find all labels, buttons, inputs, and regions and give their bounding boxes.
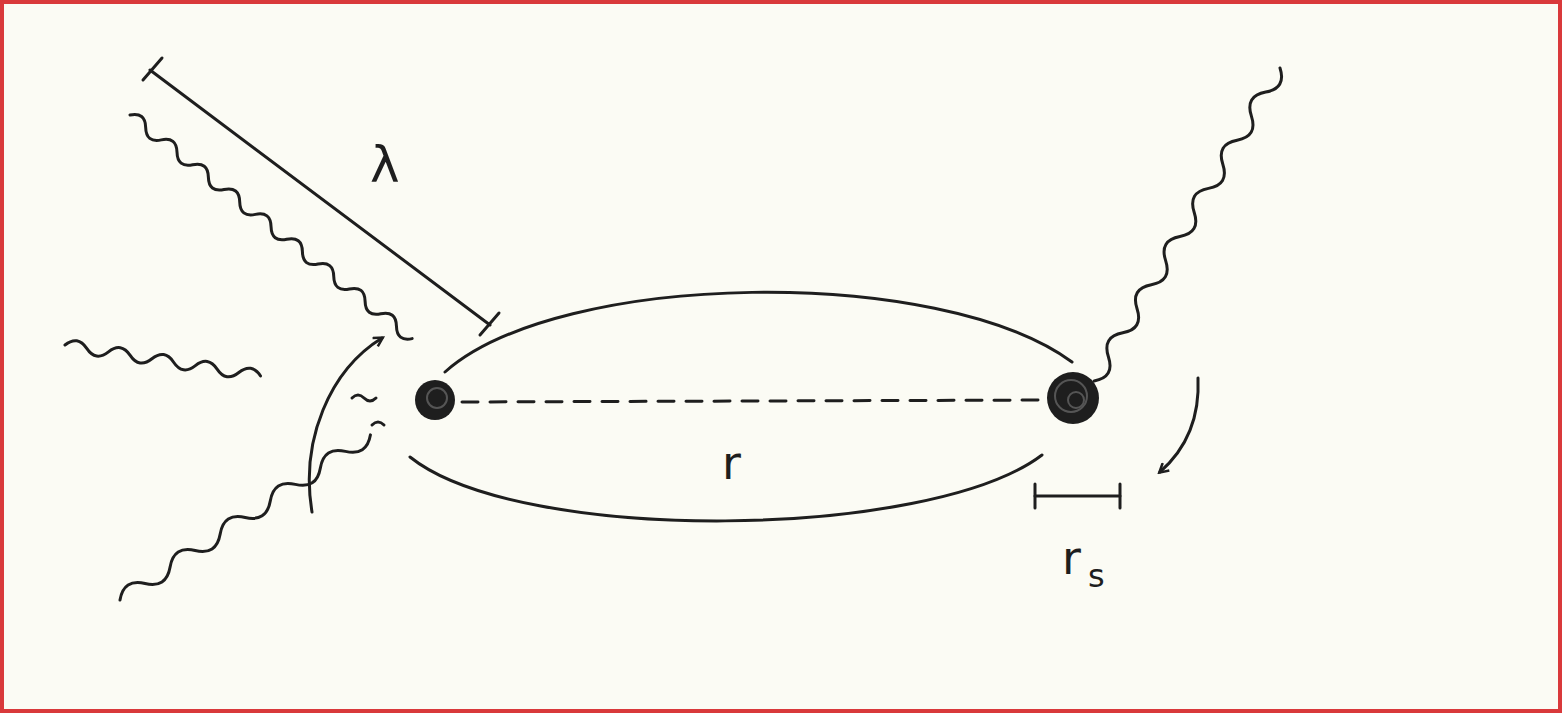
- gravitational-wave: [1087, 64, 1287, 385]
- gravitational-wave: [64, 339, 261, 382]
- wavelength-label: λ: [370, 140, 400, 190]
- bracket-cap: [1119, 484, 1122, 508]
- rotation-arrow: [309, 338, 382, 512]
- radius-label: r: [1062, 535, 1081, 581]
- gravitational-wave: [126, 110, 416, 343]
- radius-bracket: [1035, 495, 1120, 498]
- bracket-cap: [143, 58, 162, 80]
- bracket-cap: [480, 313, 499, 335]
- separation-line: [462, 400, 1048, 402]
- bracket-cap: [1034, 484, 1037, 508]
- radius-subscript: s: [1088, 560, 1105, 592]
- wavelength-bracket: [150, 70, 490, 325]
- black-hole: [1047, 372, 1099, 424]
- black-hole: [415, 380, 455, 420]
- orbit-upper: [445, 292, 1072, 372]
- small-wave: [372, 422, 384, 425]
- gravitational-wave: [116, 428, 375, 607]
- separation-label: r: [722, 440, 741, 486]
- rotation-arrow: [1160, 378, 1198, 472]
- small-wave: [352, 395, 376, 401]
